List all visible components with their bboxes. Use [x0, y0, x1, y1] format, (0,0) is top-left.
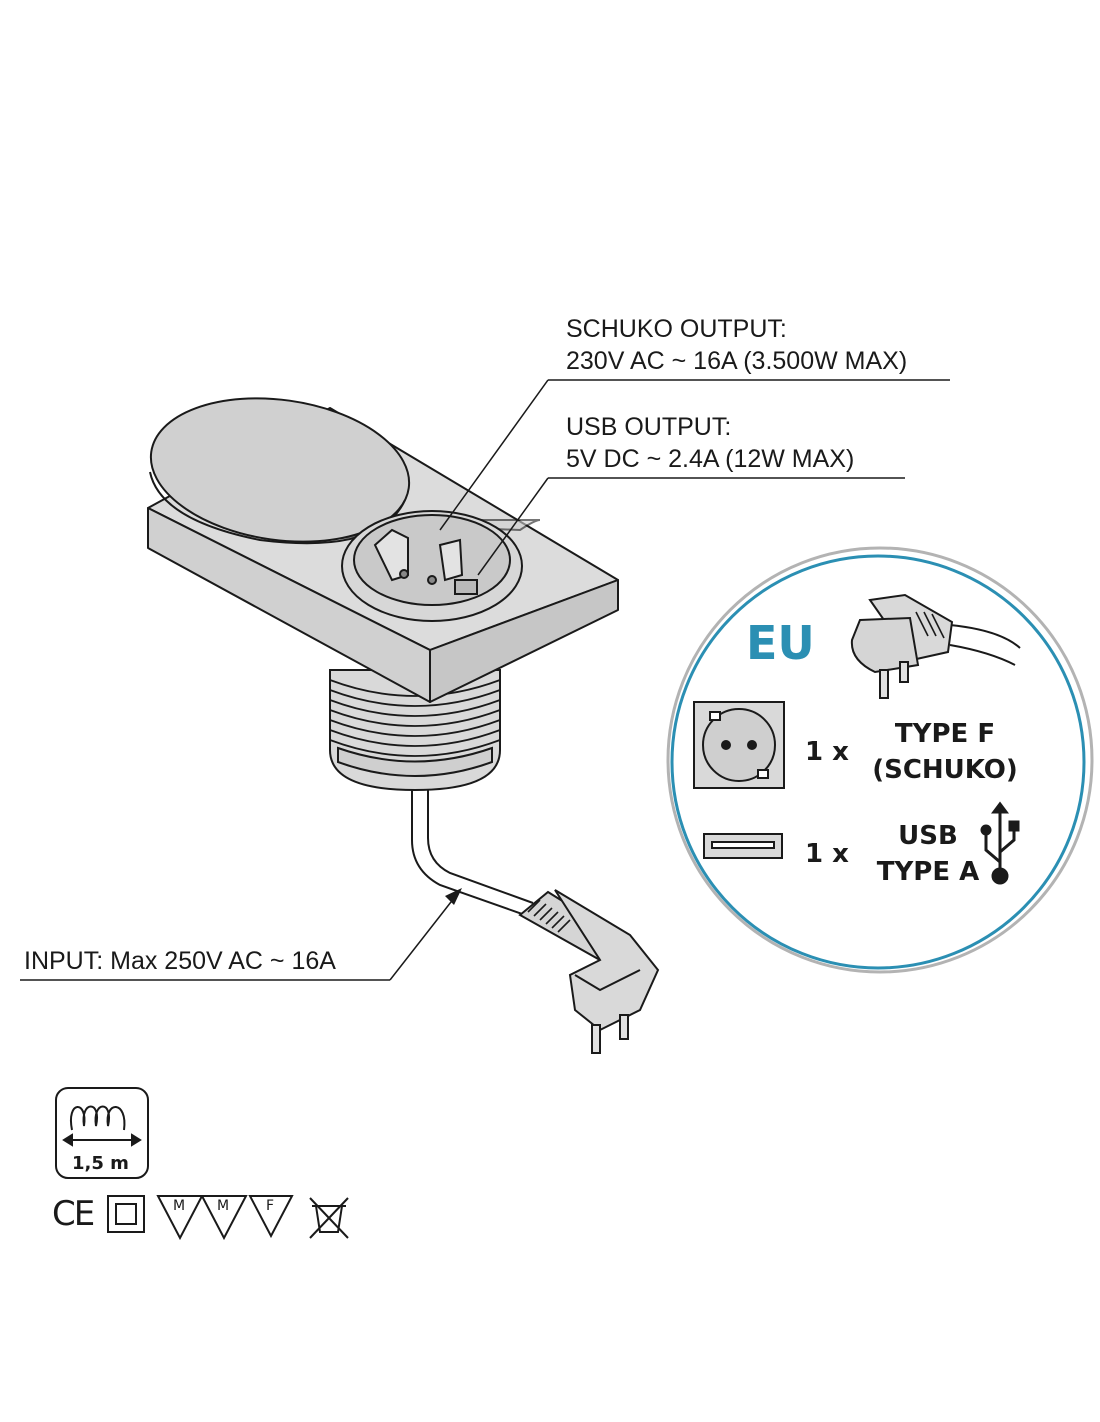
usb-symbol-icon: [980, 801, 1020, 885]
usb-output-title: USB OUTPUT:: [566, 413, 732, 441]
grommet-body: [329, 669, 501, 792]
coil-cable-icon: [55, 1087, 149, 1179]
f-mark-label: F: [266, 1198, 275, 1214]
schuko-socket-icon: [693, 701, 785, 789]
cable-length: 1,5 m: [72, 1153, 129, 1174]
socket-type-line2: (SCHUKO): [872, 755, 1018, 785]
usb-type: USB TYPE A: [868, 818, 988, 890]
detail-circle-inner: [670, 554, 1086, 970]
usb-output-spec: 5V DC ~ 2.4A (12W MAX): [566, 445, 855, 473]
socket-insert: [341, 510, 523, 622]
ce-mark-icon: CE: [52, 1194, 95, 1234]
class-ii-icon: [107, 1195, 145, 1233]
usb-type-line1: USB: [898, 821, 958, 851]
region-label: EU: [746, 616, 815, 670]
m-mark-label-2: M: [217, 1198, 230, 1214]
input-arrowhead: [445, 888, 462, 905]
usb-port-icon: [703, 833, 783, 859]
callout-leaders: [20, 379, 950, 981]
m-mark-label-1: M: [173, 1198, 186, 1214]
socket-qty: 1 x: [805, 737, 849, 767]
schuko-output-title: SCHUKO OUTPUT:: [566, 315, 787, 343]
usb-qty: 1 x: [805, 839, 849, 869]
power-cable: [411, 790, 534, 916]
weee-bin-icon: [309, 1197, 349, 1239]
schuko-plug-icon: [518, 889, 660, 1054]
m-mark-icon: [156, 1195, 248, 1241]
f-mark-icon: [248, 1195, 294, 1239]
input-spec: INPUT: Max 250V AC ~ 16A: [24, 947, 336, 975]
schuko-plug-detail-icon: [850, 593, 1021, 699]
socket-type: TYPE F (SCHUKO): [870, 716, 1020, 788]
schuko-output-spec: 230V AC ~ 16A (3.500W MAX): [566, 347, 908, 375]
socket-type-line1: TYPE F: [894, 719, 996, 749]
usb-type-line2: TYPE A: [876, 857, 980, 887]
